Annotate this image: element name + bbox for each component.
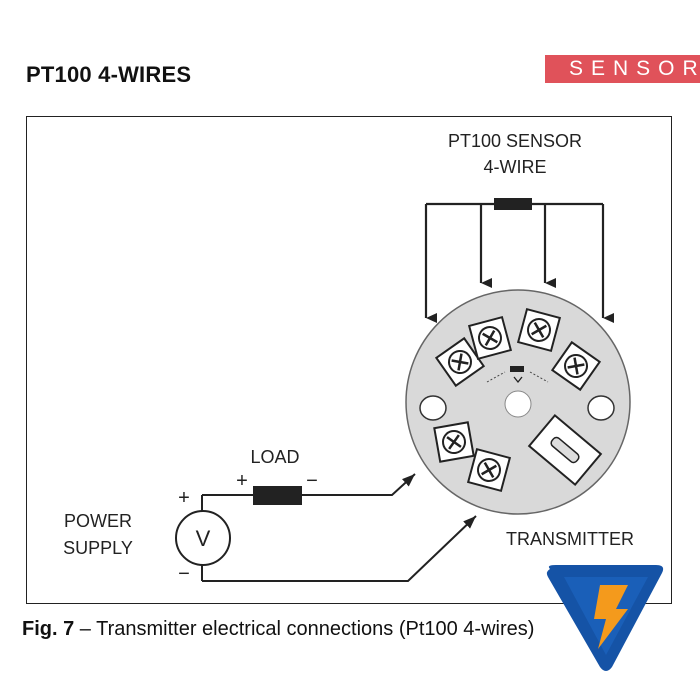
transmitter-label: TRANSMITTER bbox=[506, 529, 634, 549]
figure-caption-text: – Transmitter electrical connections (Pt… bbox=[74, 618, 535, 640]
connector-slot bbox=[527, 413, 603, 487]
terminal-screw-1 bbox=[434, 336, 486, 388]
mounting-hole-left bbox=[419, 395, 447, 421]
voltmeter-symbol: V bbox=[195, 526, 211, 551]
power-supply-label-line2: SUPPLY bbox=[63, 538, 133, 558]
page-title: PT100 4-WIRES bbox=[26, 62, 192, 87]
center-hole bbox=[504, 390, 532, 418]
brand-banner: SENSOR bbox=[545, 55, 700, 83]
terminal-screw-6 bbox=[466, 447, 512, 493]
voltmeter-circle bbox=[175, 510, 231, 566]
load-label: LOAD bbox=[250, 447, 300, 467]
pt100-sensor-wires bbox=[424, 202, 614, 323]
pt100-resistor bbox=[494, 198, 532, 210]
diagram-frame bbox=[26, 116, 672, 604]
terminal-screw-4 bbox=[550, 340, 602, 392]
supply-minus-sign: − bbox=[178, 563, 190, 585]
mounting-hole-right bbox=[587, 395, 615, 421]
lightning-bolt-logo-icon bbox=[546, 565, 664, 671]
sensor-label-line1: PT100 SENSOR bbox=[447, 131, 583, 151]
power-supply-label-line1: POWER bbox=[63, 511, 132, 531]
load-minus-sign: − bbox=[306, 470, 318, 492]
terminal-screw-3 bbox=[516, 307, 562, 353]
sensor-label-line2: 4-WIRE bbox=[483, 157, 547, 177]
terminal-screw-5 bbox=[433, 421, 475, 463]
terminal-screw-2 bbox=[467, 315, 513, 361]
load-plus-sign: + bbox=[236, 470, 248, 492]
figure-number: Fig. 7 bbox=[22, 618, 75, 640]
supply-plus-sign: + bbox=[178, 487, 190, 509]
load-resistor bbox=[253, 486, 302, 505]
power-loop-wires bbox=[201, 473, 477, 582]
figure-caption: Fig. 7 – Transmitter electrical connecti… bbox=[22, 618, 534, 641]
transmitter-head bbox=[405, 289, 631, 515]
